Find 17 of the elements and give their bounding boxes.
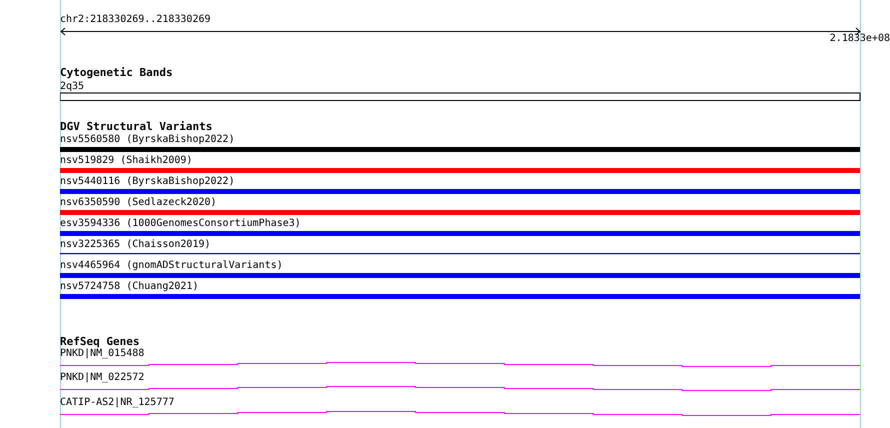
variant-label: nsv5560580 (ByrskaBishop2022) (60, 134, 235, 145)
track-title: RefSeq Genes (60, 336, 140, 348)
gene-label: PNKD|NM_015488 (60, 348, 144, 359)
gene-label: CATIP-AS2|NR_125777 (60, 397, 174, 408)
variant-label: esv3594336 (1000GenomesConsortiumPhase3) (60, 218, 301, 229)
variant-label: nsv519829 (Shaikh2009) (60, 155, 192, 166)
location-label: chr2:218330269..218330269 (60, 14, 211, 25)
scale-label: 2.1833e+08 (830, 33, 890, 44)
track-title: Cytogenetic Bands (60, 67, 173, 79)
variant-label: nsv3225365 (Chaisson2019) (60, 239, 211, 250)
variant-label: nsv5440116 (ByrskaBishop2022) (60, 176, 235, 187)
variant-label: nsv5724758 (Chuang2021) (60, 281, 198, 292)
gene-label: PNKD|NM_022572 (60, 372, 144, 383)
band-label: 2q35 (60, 81, 84, 92)
variant-label: nsv4465964 (gnomADStructuralVariants) (60, 260, 283, 271)
variant-label: nsv6350590 (Sedlazeck2020) (60, 197, 217, 208)
track-title: DGV Structural Variants (60, 121, 212, 133)
